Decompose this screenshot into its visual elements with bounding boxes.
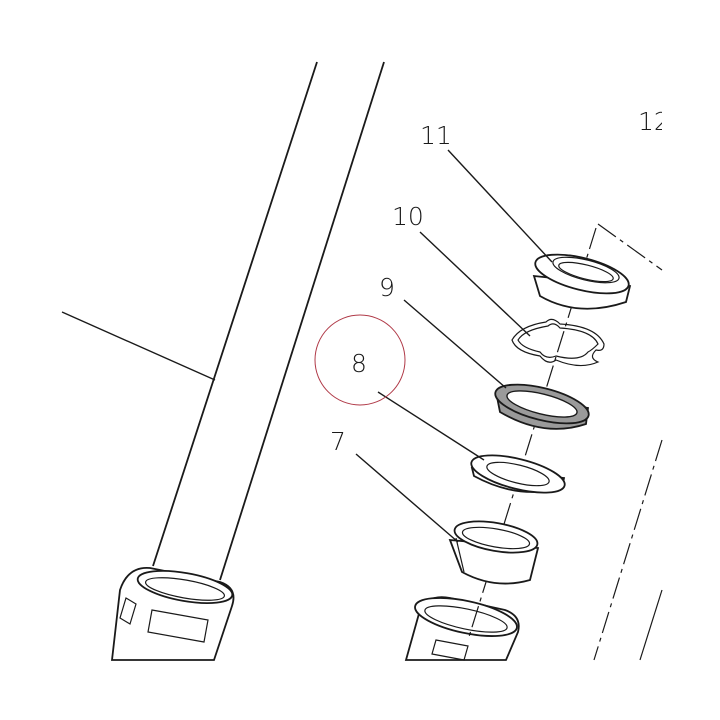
slider-window-left — [147, 609, 209, 643]
wiper-bore — [552, 256, 620, 284]
fork-tube-right-edge-right — [639, 589, 663, 661]
fork-tube-right-top — [597, 223, 663, 271]
part-8-washer — [470, 454, 566, 494]
slider-top-rim-left — [136, 569, 234, 605]
part-11-dust-wiper — [532, 253, 632, 310]
callout-10: 10 — [392, 202, 424, 231]
fork-tube-left — [61, 61, 385, 581]
slider-top-inner-right — [424, 605, 508, 633]
callout-8: 8 — [351, 349, 367, 378]
washer-hole — [486, 461, 550, 487]
callout-9: 9 — [379, 273, 395, 302]
leader-8 — [377, 391, 485, 461]
seal-bore — [506, 390, 578, 418]
bushing-bore — [461, 526, 531, 550]
leader-7 — [355, 453, 459, 543]
fork-slider-right — [404, 596, 520, 661]
bushing-chamfer — [455, 537, 465, 573]
leader-11 — [447, 149, 553, 263]
callout-7: 7 — [330, 427, 346, 456]
slider-top-inner-left — [144, 577, 226, 601]
fork-tube-edge-right — [219, 61, 385, 581]
slider-notch-left — [119, 597, 137, 625]
washer-face — [470, 454, 566, 494]
fork-tube-right — [593, 223, 663, 661]
highlight-circle — [314, 314, 406, 406]
fork-tube-edge-left — [152, 61, 318, 567]
fork-tube-leader-line — [61, 311, 216, 381]
fork-slider-left — [110, 567, 235, 661]
part-10-wire-clip — [511, 318, 605, 367]
callout-labels: 7 8 9 10 11 12 — [330, 107, 670, 456]
leader-10 — [419, 231, 531, 337]
fork-tube-right-edge-left — [593, 439, 663, 661]
wire-clip-outer — [511, 318, 605, 367]
edge-mask — [662, 90, 720, 150]
leader-9 — [403, 299, 507, 389]
wiper-lip — [558, 261, 614, 283]
callout-11: 11 — [420, 121, 452, 150]
part-9-oil-seal — [494, 383, 590, 430]
part-7-bushing — [448, 520, 540, 585]
slider-window-right — [431, 639, 469, 661]
bushing-top — [453, 520, 539, 554]
leader-lines — [355, 149, 553, 543]
slider-top-rim-right — [414, 597, 518, 637]
wire-clip-inner — [517, 323, 599, 359]
